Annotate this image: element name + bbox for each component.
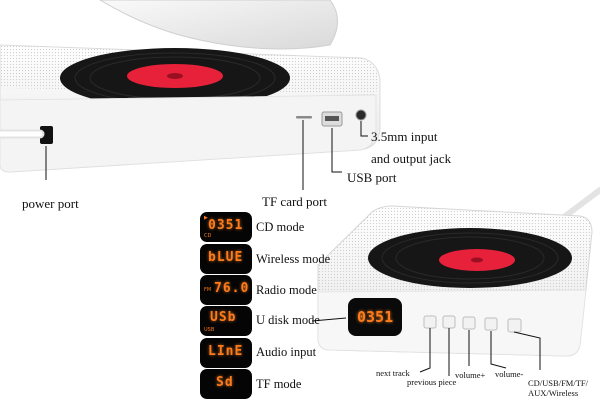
mode-badge-usb: USB USb [200,306,252,336]
mode-callout [513,331,541,370]
top-device [0,0,381,190]
mode-label-cd: CD mode [256,220,305,234]
play-icon: ▶ [204,215,208,221]
volume-up-label: volume+ [455,370,486,380]
previous-piece-button-shape [442,315,456,329]
previous-piece-label: previous piece [407,377,457,387]
mode-label-line: Audio input [256,345,317,359]
mode-badge-cd: ▶ CD 0351 [200,212,252,242]
mode-badge-radio: FM 76.0 [200,275,252,305]
mode-label-wireless: Wireless mode [256,252,331,266]
player-lcd-text: 0351 [357,308,394,326]
mode-badge-tf: Sd [200,369,252,399]
volume-down-callout [490,331,507,369]
mode-label-usb: U disk mode [256,313,320,327]
front-device [311,187,600,376]
next-track-label: next track [376,368,410,378]
mode-badge-line: LInE [200,338,252,368]
mode-badge-wireless: bLUE [200,244,252,274]
mode-label-tf: TF mode [256,377,302,391]
mode-button-shape [507,318,522,333]
next-track-callout [419,328,431,373]
tf-card-slot [296,116,312,119]
usb-callout-line [331,128,342,173]
mode-label-radio: Radio mode [256,283,317,297]
mode-button-label-line2: AUX/Wireless [528,388,579,398]
power-port [40,126,53,144]
usb-port-label: USB port [347,170,397,185]
player-lcd-display: 0351 [348,298,402,336]
tf-card-port-label: TF card port [262,194,327,209]
next-track-button-shape [423,315,437,329]
jack-callout-line [360,121,368,137]
volume-up-button-shape [462,316,476,330]
mode-button-label-line1: CD/USB/FM/TF/ [528,378,588,388]
audio-jack [355,109,367,121]
jack-label-line1: 3.5mm input [371,129,438,144]
top-lid [99,0,338,50]
volume-down-button-shape [484,317,498,331]
volume-down-label: volume- [495,369,524,379]
jack-label-line2: and output jack [371,151,452,166]
power-port-label: power port [22,196,79,211]
